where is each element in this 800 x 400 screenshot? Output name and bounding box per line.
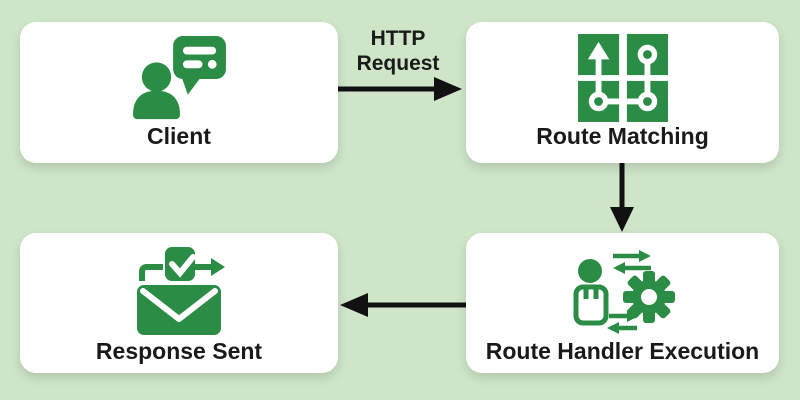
arrow-handler-to-response: [340, 293, 466, 317]
envelope-check-icon: [129, 245, 229, 337]
node-label: Route Matching: [536, 123, 709, 149]
node-response-sent: Response Sent: [20, 233, 338, 373]
person-chat-icon: [129, 34, 229, 122]
node-label: Client: [147, 123, 211, 149]
arrow-route-matching-to-handler: [610, 163, 634, 232]
node-label: Response Sent: [95, 338, 263, 364]
node-route-matching: Route Matching: [466, 22, 779, 163]
node-route-handler-execution: Route Handler Execution: [466, 233, 779, 373]
node-client: Client: [20, 22, 338, 163]
person-gear-sync-icon: [567, 245, 679, 337]
route-map-icon: [575, 34, 671, 122]
edge-label-http-request: HTTP Request: [356, 27, 440, 76]
node-label: Route Handler Execution: [485, 338, 760, 364]
arrow-client-to-route-matching: [338, 77, 462, 101]
